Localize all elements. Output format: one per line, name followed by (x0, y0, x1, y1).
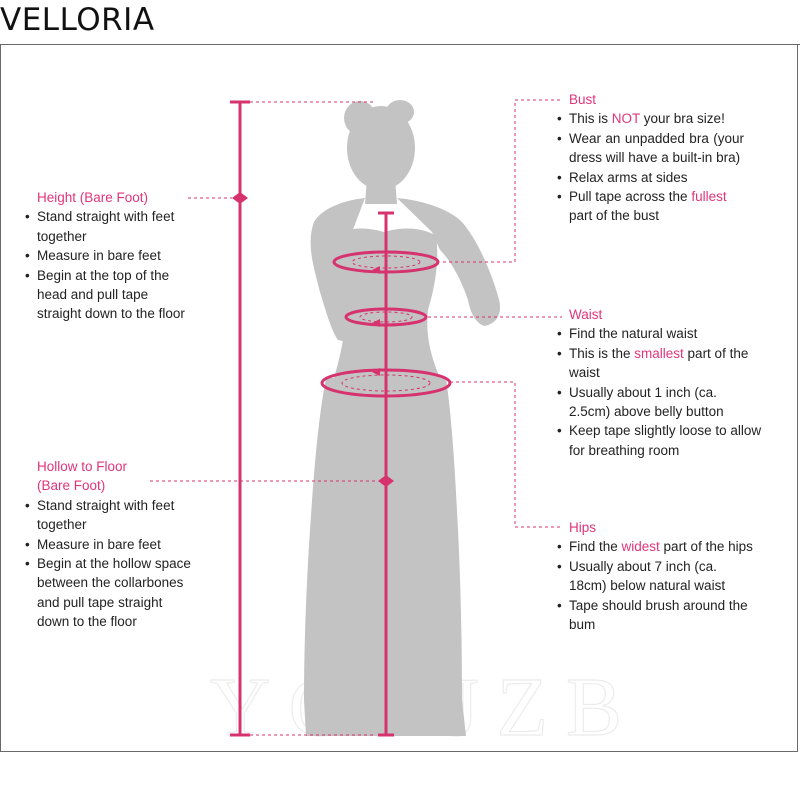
bust-item-3: Relax arms at sides (557, 168, 749, 188)
brand-logo-text: VELLORIA (0, 2, 155, 38)
height-instructions: Height (Bare Foot) Stand straight with f… (25, 188, 195, 324)
bust-heading: Bust (569, 92, 597, 107)
hips-item-2: Usually about 7 inch (ca. 18cm) below na… (557, 557, 749, 596)
hips-item-3: Tape should brush around the bum (557, 596, 759, 635)
waist-heading: Waist (569, 307, 603, 322)
height-measure-line (230, 100, 375, 737)
hips-heading: Hips (569, 520, 597, 535)
hips-instructions: Hips Find the widest part of the hips Us… (557, 518, 757, 634)
hips-tape (320, 368, 452, 398)
arrow-markers (232, 192, 394, 487)
hollow-instructions: Hollow to Floor (Bare Foot) Stand straig… (25, 457, 195, 632)
hollow-item-2: Measure in bare feet (25, 535, 195, 555)
dress-silhouette (304, 100, 501, 736)
hollow-item-1: Stand straight with feet together (25, 496, 195, 535)
waist-tape (344, 307, 428, 327)
height-item-1: Stand straight with feet together (25, 207, 195, 246)
hips-item-1: Find the widest part of the hips (557, 537, 757, 557)
hollow-measure-line (378, 211, 394, 737)
bust-item-1: This is NOT your bra size! (557, 109, 749, 129)
height-item-2: Measure in bare feet (25, 246, 195, 266)
hollow-heading-line2: (Bare Foot) (37, 478, 106, 494)
waist-item-2: This is the smallest part of the waist (557, 344, 782, 383)
waist-item-1: Find the natural waist (557, 324, 782, 344)
height-heading: Height (Bare Foot) (37, 190, 149, 205)
bust-tape (332, 250, 440, 274)
hollow-heading-line1: Hollow to Floor (37, 459, 128, 474)
waist-instructions: Waist Find the natural waist This is the… (557, 305, 782, 460)
leader-lines (150, 99, 563, 528)
bust-instructions: Bust This is NOT your bra size! Wear an … (557, 90, 749, 226)
hollow-item-3: Begin at the hollow space between the co… (25, 554, 195, 632)
bust-item-2: Wear an unpadded bra (your dress will ha… (557, 129, 744, 168)
waist-item-4: Keep tape slightly loose to allow for br… (557, 421, 769, 460)
bust-item-4: Pull tape across the fullest part of the… (557, 187, 749, 226)
waist-item-3: Usually about 1 inch (ca. 2.5cm) above b… (557, 383, 749, 422)
height-item-3: Begin at the top of the head and pull ta… (25, 266, 195, 324)
